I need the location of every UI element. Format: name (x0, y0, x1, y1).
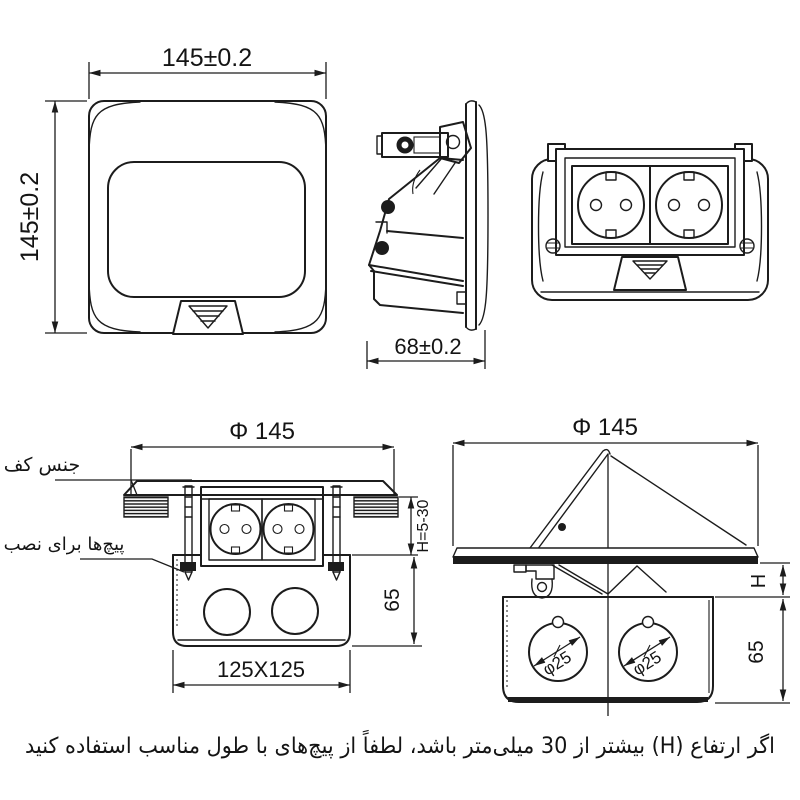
dim-depth: 68±0.2 (366, 330, 486, 369)
lid-pivot-dot (558, 523, 566, 531)
corner-arc (88, 101, 141, 153)
cover-face-curve (478, 104, 489, 326)
press-latch-icon (188, 305, 228, 329)
socket-unit-section (200, 486, 324, 567)
leader-line (80, 558, 185, 573)
dim-box-height-open: 65 (715, 599, 790, 704)
popup-view (531, 143, 769, 301)
install-screws-label: پیچ‌ها برای نصب (4, 534, 185, 573)
dim-gap-h: H (715, 562, 790, 598)
screw-hole-dot (381, 200, 395, 214)
hinge-mechanism (376, 121, 472, 195)
press-latch-icon (632, 260, 668, 280)
dim-height-text: 145±0.2 (16, 172, 44, 262)
dim-box-size-text: 125X125 (217, 657, 305, 682)
socket-outlet-right (262, 503, 315, 555)
dim-height: 145±0.2 (16, 100, 87, 334)
dim-width: 145±0.2 (88, 44, 327, 99)
dim-diameter-closed: Φ 145 (130, 418, 395, 495)
knockout-hole (271, 587, 319, 635)
floor-material-label: جنس کف (4, 454, 192, 496)
mounting-screw-left (180, 485, 196, 581)
screw-hole-dot (375, 241, 389, 255)
press-latch (172, 300, 244, 335)
top-plate-section (452, 547, 759, 558)
side-view: 68±0.2 (366, 100, 489, 369)
dim-box-height-closed: 65 (352, 557, 422, 647)
floor-hatch-left (123, 496, 169, 518)
lid-inner-frame (564, 157, 736, 248)
side-screw-right (739, 238, 755, 254)
dim-floor-thickness-text: H=5-30 (415, 499, 432, 552)
dim-width-text: 145±0.2 (162, 44, 252, 72)
installed-section-view: Φ 145 (4, 418, 432, 693)
corner-arc (274, 101, 327, 153)
side-screw-left (545, 238, 561, 254)
socket-outlet-right (655, 171, 723, 239)
socket-outlet-left (209, 503, 262, 555)
dim-box-size: 125X125 (172, 650, 351, 693)
dim-gap-text: H (748, 574, 770, 588)
floor-material-label-text: جنس کف (4, 454, 80, 476)
socket-outlet-left (577, 171, 645, 239)
dim-diameter-text: Φ 145 (229, 418, 295, 445)
floor-box-section (172, 554, 351, 647)
body-profile (368, 157, 464, 314)
dim-diameter-text: Φ 145 (572, 414, 638, 441)
note-text: اگر ارتفاع (H) بیشتر از 30 میلی‌متر باشد… (25, 729, 775, 759)
mounting-screw-right (328, 485, 344, 581)
dim-box-height-text: 65 (381, 588, 404, 611)
knockout-hole (203, 588, 251, 636)
floor-hatch-right (353, 496, 399, 518)
dim-box-height-text: 65 (745, 640, 768, 663)
install-screws-label-text: پیچ‌ها برای نصب (4, 534, 125, 555)
plate-notch (456, 291, 467, 305)
scissor-links (551, 564, 667, 595)
top-plate-band (453, 556, 758, 564)
corner-arc (88, 281, 141, 333)
corner-arc (274, 281, 327, 333)
dim-diameter-open: Φ 145 (452, 414, 759, 546)
leader-line (55, 479, 192, 496)
dim-floor-thickness: H=5-30 (352, 496, 432, 556)
front-view: 145±0.2 145±0.2 (16, 44, 327, 335)
dim-depth-text: 68±0.2 (394, 334, 461, 359)
open-lid-section-view: Φ 145 (452, 414, 790, 716)
cover-lid-outline (107, 161, 306, 298)
